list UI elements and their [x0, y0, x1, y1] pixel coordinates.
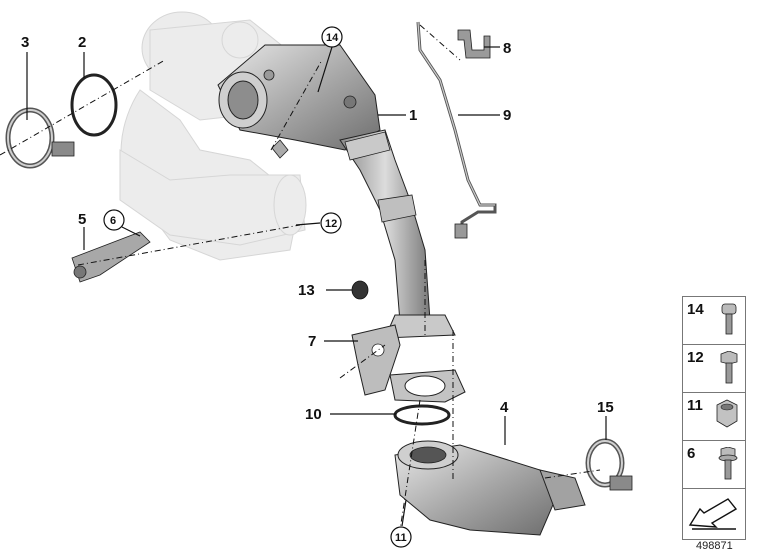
callout-6-circle [103, 209, 125, 231]
catalytic-converter-part-4 [394, 440, 586, 536]
legend-label: 11 [687, 397, 703, 414]
callout-11: 11 [395, 532, 407, 544]
callout-2: 2 [78, 34, 86, 51]
legend-label: 6 [687, 445, 696, 462]
legend-item-12: 12 [683, 345, 745, 393]
callouts: 3 2 5 6 12 14 1 8 9 13 7 10 4 15 11 [21, 26, 614, 548]
bracket-part-8 [457, 29, 491, 59]
legend-item-14: 14 [683, 297, 745, 345]
hex-nut-icon [716, 399, 738, 428]
gasket-ring-part-2 [70, 73, 118, 137]
callout-12-circle [320, 212, 342, 234]
legend-label: 12 [687, 349, 704, 366]
legend-item-6: 6 [683, 441, 745, 489]
sensor-line-part-9 [416, 21, 497, 239]
clamp-part-15 [585, 438, 633, 491]
callout-15: 15 [597, 399, 614, 416]
hex-bolt-icon [720, 351, 738, 384]
torx-bolt-icon [721, 303, 737, 335]
callout-8: 8 [503, 40, 511, 57]
callout-9: 9 [503, 107, 511, 124]
callout-1: 1 [409, 107, 417, 124]
legend-item-11: 11 [683, 393, 745, 441]
flange-bolt-icon [718, 447, 738, 480]
catalytic-converter-part-1 [217, 44, 456, 339]
callout-7: 7 [308, 333, 316, 350]
grommet-part-13 [351, 280, 369, 300]
seal-ring-part-10 [393, 404, 451, 426]
reference-number: 498871 [696, 540, 733, 552]
clamp-part-3 [5, 107, 75, 169]
callout-10: 10 [305, 406, 322, 423]
leader-lines [26, 46, 607, 527]
flange [389, 369, 466, 403]
callout-12: 12 [325, 218, 337, 230]
callout-5: 5 [78, 211, 86, 228]
legend-arrow-cell [683, 489, 745, 539]
callout-6: 6 [110, 215, 116, 227]
legend-label: 14 [687, 301, 704, 318]
assembly-centerlines [0, 24, 601, 531]
arrow-icon [688, 498, 738, 530]
callout-4: 4 [500, 399, 509, 416]
callout-14-circle [321, 26, 343, 48]
callout-13: 13 [298, 282, 315, 299]
fastener-legend: 14 12 11 6 [682, 296, 746, 540]
callout-11-circle [390, 526, 412, 548]
callout-14: 14 [326, 32, 339, 44]
bracket-part-5 [71, 231, 151, 283]
callout-3: 3 [21, 34, 29, 51]
